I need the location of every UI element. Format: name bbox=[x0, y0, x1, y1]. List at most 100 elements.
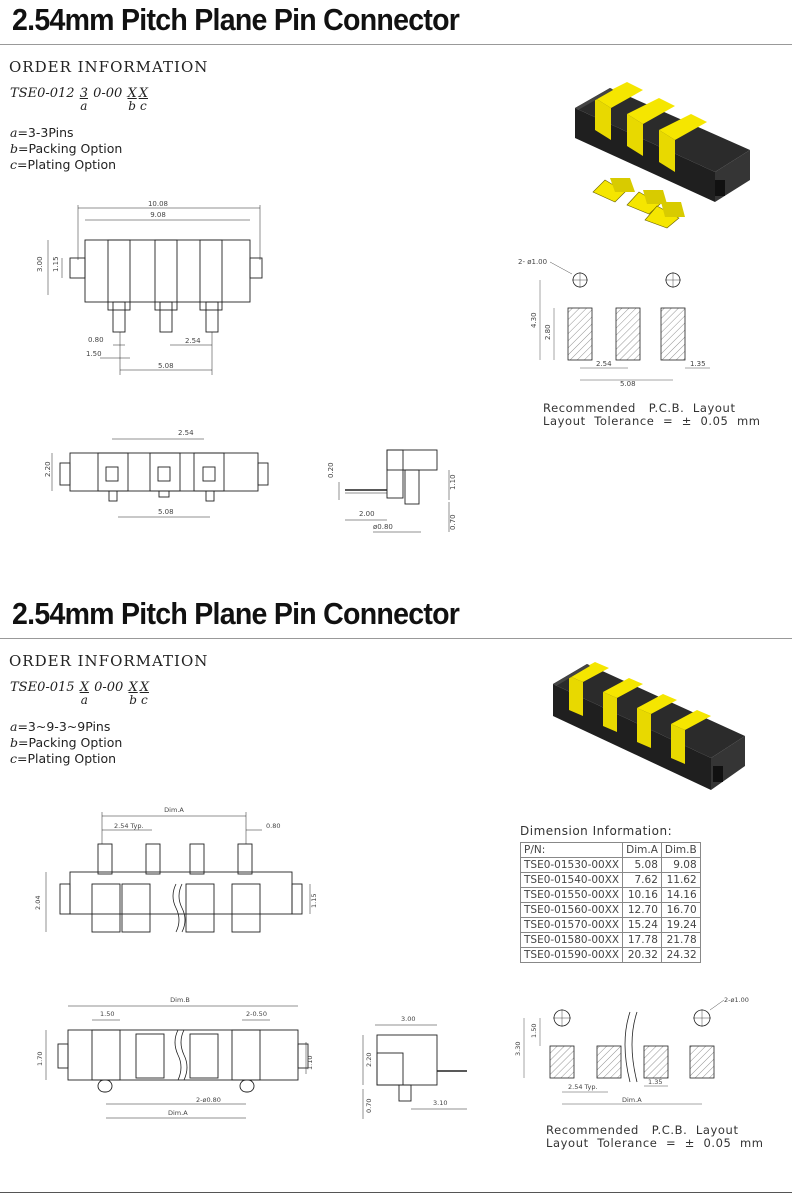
table-cell: 21.78 bbox=[660, 932, 701, 948]
pcb-dim-1.50: 1.50 bbox=[530, 1024, 538, 1038]
table-cell: TSE0-01560-00XX bbox=[519, 902, 624, 918]
table-cell: 12.70 bbox=[622, 902, 662, 918]
section-multi-pin: 2.54mm Pitch Plane Pin Connector ORDER I… bbox=[0, 594, 792, 1194]
section-3pin: 2.54mm Pitch Plane Pin Connector ORDER I… bbox=[0, 2, 792, 533]
pitch-label: 2.54 Typ. bbox=[114, 822, 144, 830]
order-info-heading: ORDER INFORMATION bbox=[9, 58, 209, 76]
dim-0.50-label: 2-0.50 bbox=[246, 1010, 267, 1018]
dim-3.00: 3.00 bbox=[36, 256, 44, 272]
pcb-dim-1.35: 1.35 bbox=[648, 1078, 662, 1086]
dim-9.08: 9.08 bbox=[150, 211, 166, 219]
dim-1.10-label: 1.10 bbox=[306, 1056, 314, 1070]
side-view-drawing-2: 3.00 2.20 0.70 3.10 bbox=[362, 1015, 467, 1119]
table-cell: TSE0-01540-00XX bbox=[519, 872, 624, 888]
dim-10.08: 10.08 bbox=[148, 200, 168, 208]
table-cell: TSE0-01580-00XX bbox=[519, 932, 624, 948]
pcb-dim-5.08: 5.08 bbox=[620, 380, 636, 388]
dim-1.15-label: 1.15 bbox=[310, 894, 318, 908]
pn-prefix: TSE0-012 bbox=[10, 86, 75, 101]
table-cell: 19.24 bbox=[660, 917, 701, 933]
dimension-info-title: Dimension Information: bbox=[520, 824, 673, 838]
dim-0.70-label: 0.70 bbox=[365, 1099, 373, 1113]
table-cell: TSE0-01530-00XX bbox=[519, 857, 624, 873]
page-bottom-divider bbox=[0, 1192, 792, 1193]
table-cell: TSE0-01550-00XX bbox=[519, 887, 624, 903]
pcb-dim-1.35: 1.35 bbox=[690, 360, 706, 368]
product-image-3pin bbox=[575, 82, 750, 229]
table-cell: 15.24 bbox=[622, 917, 662, 933]
dim-a-label: Dim.A bbox=[164, 806, 184, 814]
pcb-dim-2.54: 2.54 bbox=[596, 360, 612, 368]
table-cell: 24.32 bbox=[660, 947, 701, 963]
table-cell: 9.08 bbox=[660, 857, 701, 873]
top-view-drawing-2: Dim.A 2.54 Typ. 0.80 2.04 1.15 bbox=[34, 806, 318, 933]
dim-1.50-label: 1.50 bbox=[100, 1010, 114, 1018]
dim-bottom-2.54: 2.54 bbox=[178, 429, 194, 437]
page-title-2: 2.54mm Pitch Plane Pin Connector bbox=[12, 596, 460, 631]
bottom-view-drawing: 2.54 2.20 5.08 bbox=[44, 429, 269, 518]
dim-0.70: 0.70 bbox=[449, 514, 457, 530]
top-view-drawing: 10.08 9.08 3.00 1.15 0.80 1.50 2.54 5.08 bbox=[36, 200, 263, 375]
page-title: 2.54mm Pitch Plane Pin Connector bbox=[12, 2, 460, 37]
option-legend-2: a=3~9-3~9Pins b=Packing Option c=Plating… bbox=[10, 719, 122, 767]
dim-2.20: 2.20 bbox=[44, 461, 52, 477]
pn-mid: 0-00 bbox=[93, 86, 123, 101]
pcb-hole-dim: 2- ø1.00 bbox=[518, 258, 547, 266]
table-cell: 7.62 bbox=[622, 872, 662, 888]
option-legend: a=3-3Pins b=Packing Option c=Plating Opt… bbox=[10, 125, 122, 173]
pcb-dim-4.30: 4.30 bbox=[530, 312, 538, 328]
option-b: b=Packing Option bbox=[10, 735, 123, 750]
option-a: a=3-3Pins bbox=[10, 125, 74, 140]
dim-0.80-hole-label: 2-ø0.80 bbox=[196, 1096, 221, 1104]
pcb-dim-3.30: 3.30 bbox=[514, 1042, 522, 1056]
dim-a-label-2: Dim.A bbox=[168, 1109, 188, 1117]
side-view-drawing: 0.20 1.10 2.00 ø0.80 0.70 bbox=[327, 449, 457, 533]
option-c: c=Plating Option bbox=[10, 751, 117, 766]
title-divider bbox=[0, 44, 792, 45]
pn-mid: 0-00 bbox=[94, 680, 124, 695]
table-cell: 20.32 bbox=[622, 947, 662, 963]
table-header-cell: P/N: bbox=[519, 842, 624, 858]
table-cell: TSE0-01570-00XX bbox=[519, 917, 624, 933]
dim-5.08: 5.08 bbox=[158, 362, 174, 370]
pcb-hole-label: 2-ø1.00 bbox=[724, 996, 749, 1004]
pcb-dim-2.80: 2.80 bbox=[544, 324, 552, 340]
table-cell: 16.70 bbox=[660, 902, 701, 918]
pcb-caption-2: Recommended P.C.B. Layout Layout Toleran… bbox=[546, 1123, 764, 1150]
dim-1.15: 1.15 bbox=[52, 256, 60, 272]
dim-3.00-label: 3.00 bbox=[401, 1015, 415, 1023]
order-info-heading-2: ORDER INFORMATION bbox=[9, 652, 209, 670]
table-cell: 10.16 bbox=[622, 887, 662, 903]
dim-2.20-label: 2.20 bbox=[365, 1053, 373, 1067]
dim-0.80-label: 0.80 bbox=[266, 822, 280, 830]
table-header-cell: Dim.A bbox=[622, 842, 662, 858]
dim-ø0.80: ø0.80 bbox=[373, 523, 393, 531]
dim-3.10-label: 3.10 bbox=[433, 1099, 447, 1107]
option-b: b=Packing Option bbox=[10, 141, 123, 156]
pcb-pitch-label: 2.54 Typ. bbox=[568, 1083, 598, 1091]
dim-b-label: Dim.B bbox=[170, 996, 190, 1004]
dim-0.80: 0.80 bbox=[88, 336, 104, 344]
option-c: c=Plating Option bbox=[10, 157, 117, 172]
title-divider-2 bbox=[0, 638, 792, 639]
pn-prefix: TSE0-015 bbox=[10, 680, 75, 695]
pcb-caption: Recommended P.C.B. Layout Layout Toleran… bbox=[543, 401, 761, 428]
dim-bottom-5.08: 5.08 bbox=[158, 508, 174, 516]
dim-1.70-label: 1.70 bbox=[36, 1052, 44, 1066]
pcb-layout-drawing-2: 2-ø1.00 3.30 1.50 2.54 Typ. 1.35 Dim.A bbox=[514, 996, 749, 1105]
table-cell: 17.78 bbox=[622, 932, 662, 948]
dim-2.00: 2.00 bbox=[359, 510, 375, 518]
